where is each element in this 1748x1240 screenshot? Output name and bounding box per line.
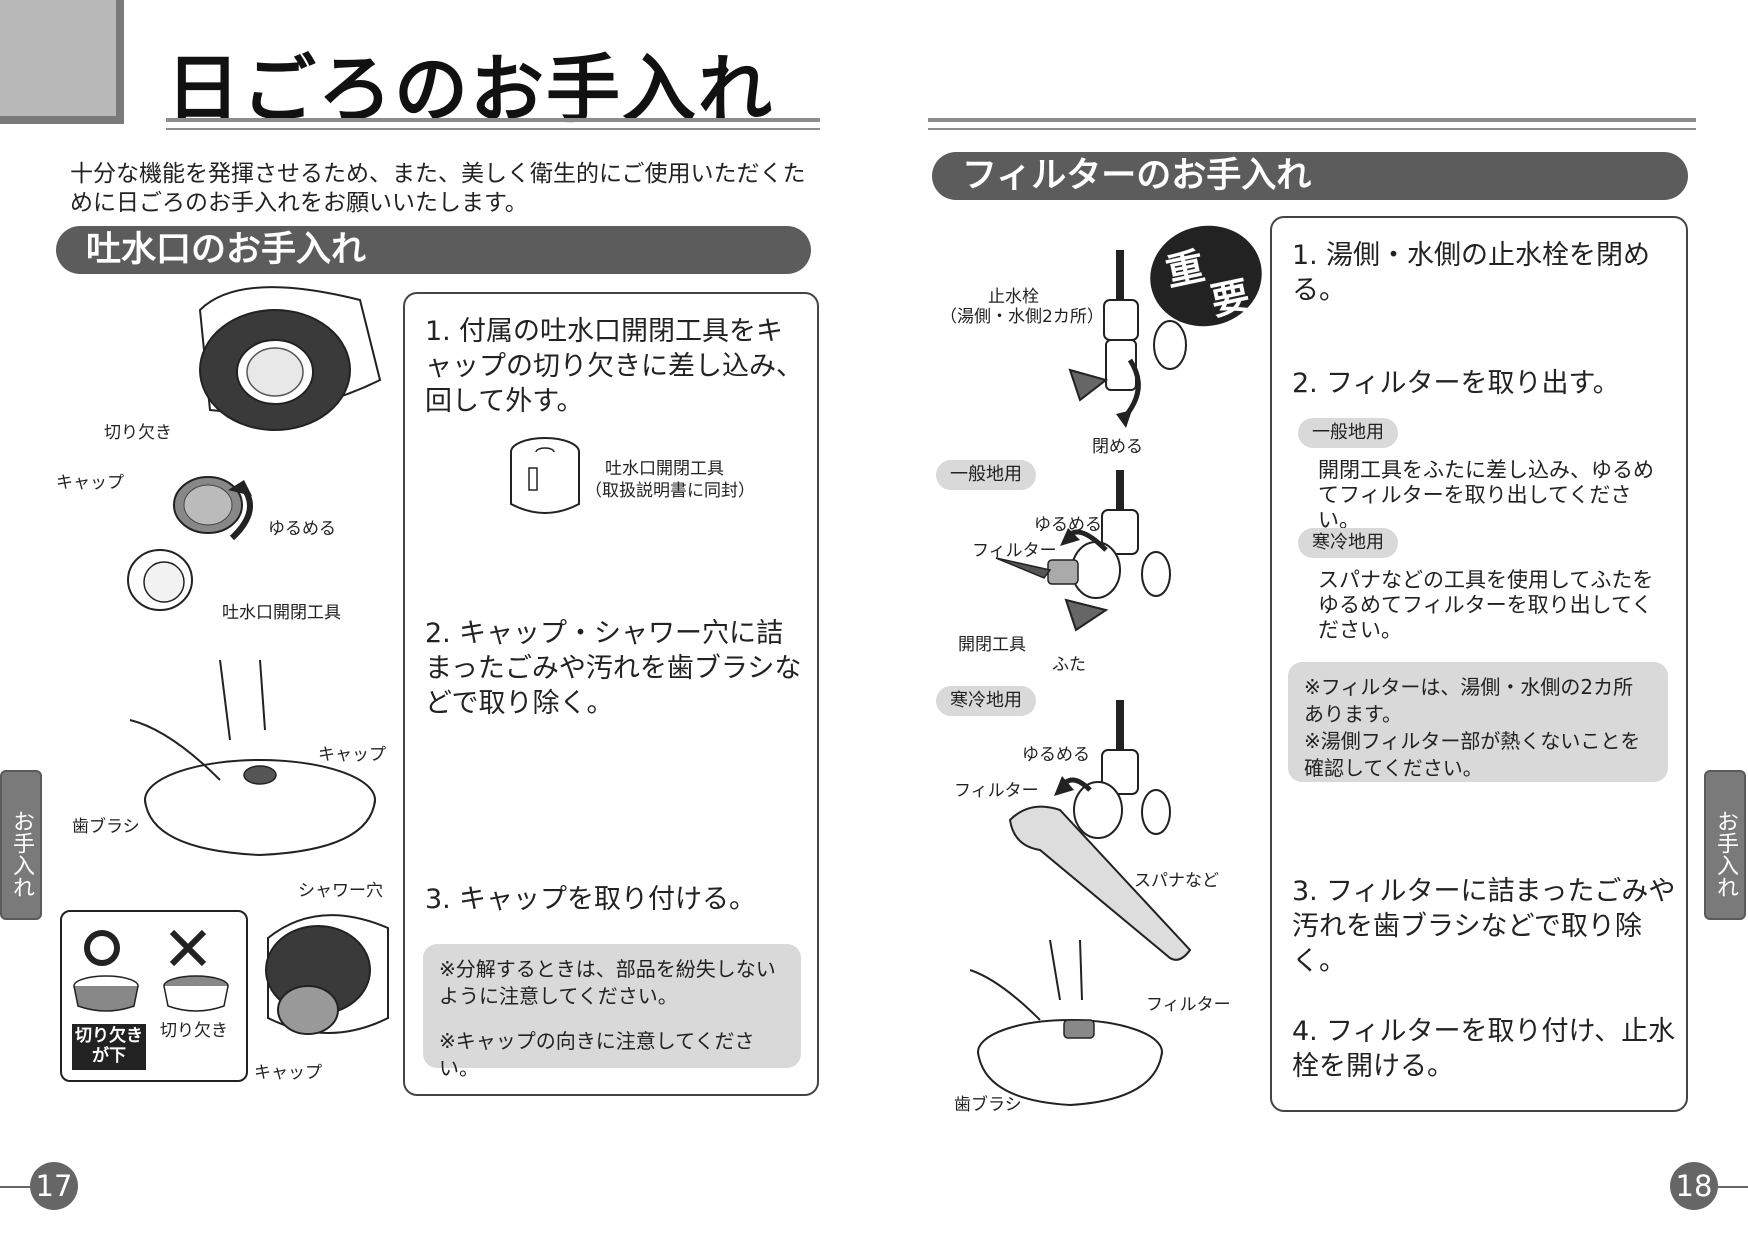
note-1: ※フィルターは、湯側・水側の2カ所あります。 xyxy=(1304,675,1634,726)
label-cap-3: キャップ xyxy=(254,1063,322,1083)
step-number: 3. xyxy=(425,884,451,915)
note-2: ※キャップの向きに注意してください。 xyxy=(439,1029,755,1080)
filter-step-4: 4.フィルターを取り付け、止水栓を開ける。 xyxy=(1292,1014,1682,1084)
label-loosen: ゆるめる xyxy=(268,519,336,539)
step-number: 1. xyxy=(425,316,451,347)
label-cap: キャップ xyxy=(56,473,124,493)
title-rule-left xyxy=(166,118,820,122)
step-number: 2. xyxy=(425,618,451,649)
orientation-panel: 切り欠き が下 切り欠き xyxy=(60,910,248,1082)
opener-tool-label: 吐水口開閉工具 xyxy=(605,459,724,479)
title-rule-right xyxy=(928,118,1696,122)
cold-area-text: スパナなどの工具を使用してふたをゆるめてフィルターを取り出してください。 xyxy=(1318,568,1654,642)
label-opener-tool: 開閉工具 xyxy=(958,635,1026,655)
loosen-arrow-icon xyxy=(228,480,253,541)
cap-part-illustration xyxy=(173,476,243,534)
general-area-pill: 一般地用 xyxy=(1298,418,1398,448)
opener-tool-sublabel: （取扱説明書に同封） xyxy=(585,481,755,501)
step-text: 湯側・水側の止水栓を閉める。 xyxy=(1292,240,1650,306)
label-opener: 吐水口開閉工具 xyxy=(222,603,341,623)
intro-text: 十分な機能を発揮させるため、また、美しく衛生的にご使用いただくために日ごろのお手… xyxy=(70,161,806,216)
page-number-left: 17 xyxy=(30,1162,78,1210)
filter-notes: ※フィルターは、湯側・水側の2カ所あります。 ※湯側フィルター部が熱くないことを… xyxy=(1288,662,1668,782)
label-loosen-cold: ゆるめる xyxy=(1022,745,1090,765)
label-notch-2: 切り欠き xyxy=(160,1021,228,1041)
filter-steps-box: 1.湯側・水側の止水栓を閉める。 2. フィルターを取り出す。 一般地用 開閉工具… xyxy=(1270,216,1688,1112)
step-number: 4. xyxy=(1292,1016,1318,1047)
corner-block xyxy=(0,0,124,124)
label-toothbrush: 歯ブラシ xyxy=(72,817,140,837)
opener-tool-part-icon xyxy=(127,549,193,611)
step-number: 3. xyxy=(1292,876,1318,907)
filter-step-2: 2. フィルターを取り出す。 xyxy=(1292,366,1682,401)
side-tab-left[interactable]: お手入れ xyxy=(0,770,42,920)
spout-notes: ※分解するときは、部品を紛失しないように注意してください。 ※キャップの向きに注… xyxy=(423,944,801,1080)
stopcock-illustration xyxy=(1068,250,1187,428)
step-number: 1. xyxy=(1292,240,1318,271)
filter-brushing-illustration xyxy=(969,939,1163,1107)
step-text: 付属の吐水口開閉工具をキャップの切り欠きに差し込み、回して外す。 xyxy=(425,316,803,417)
filter-step-1: 1.湯側・水側の止水栓を閉める。 xyxy=(1292,238,1682,308)
page-number-line-left xyxy=(0,1186,30,1188)
shower-hole-illustration xyxy=(265,914,389,1035)
step-text: キャップを取り付ける。 xyxy=(459,884,756,915)
label-spanner: スパナなど xyxy=(1134,871,1219,891)
label-stopcock-sub: （湯側・水側2カ所） xyxy=(940,307,1104,327)
label-cap-brushing: キャップ xyxy=(318,745,386,765)
brushing-illustration xyxy=(129,659,376,857)
label-filter-brushing: フィルター xyxy=(1146,995,1231,1015)
cold-area-label: 寒冷地用 xyxy=(936,686,1036,716)
general-area-text: 開閉工具をふたに差し込み、ゆるめてフィルターを取り出してください。 xyxy=(1318,458,1654,532)
title-rule-left-2 xyxy=(166,128,820,130)
cold-area-pill: 寒冷地用 xyxy=(1298,528,1398,558)
label-notch: 切り欠き xyxy=(104,423,172,443)
label-filter-general: フィルター xyxy=(972,541,1057,561)
filter-step-3: 3.フィルターに詰まったごみや汚れを歯ブラシなどで取り除く。 xyxy=(1292,874,1682,979)
correct-icon xyxy=(84,930,120,966)
spout-section-heading: 吐水口のお手入れ xyxy=(56,226,811,274)
label-lid: ふた xyxy=(1052,655,1086,675)
general-area-label: 一般地用 xyxy=(936,460,1036,490)
step-text: フィルターを取り出す。 xyxy=(1326,368,1620,399)
important-char-2: 要 xyxy=(1207,272,1254,324)
cold-filter-illustration xyxy=(1008,700,1192,961)
step-text: フィルターを取り付け、止水栓を開ける。 xyxy=(1292,1016,1676,1082)
label-close: 閉める xyxy=(1092,437,1143,457)
cap-wrong-icon xyxy=(163,975,229,1012)
step-text: フィルターに詰まったごみや汚れを歯ブラシなどで取り除く。 xyxy=(1292,876,1676,977)
page-number-right: 18 xyxy=(1670,1162,1718,1210)
label-toothbrush-right: 歯ブラシ xyxy=(954,1095,1022,1115)
step-text: キャップ・シャワー穴に詰まったごみや汚れを歯ブラシなどで取り除く。 xyxy=(425,618,802,719)
label-stopcock: 止水栓 xyxy=(988,287,1039,307)
cap-correct-icon xyxy=(73,975,139,1012)
spout-step-2: 2.キャップ・シャワー穴に詰まったごみや汚れを歯ブラシなどで取り除く。 xyxy=(425,616,805,721)
opener-tool-icon xyxy=(510,437,580,514)
label-loosen-general: ゆるめる xyxy=(1034,515,1102,535)
label-filter-cold: フィルター xyxy=(954,781,1039,801)
page-number-line-right xyxy=(1718,1186,1748,1188)
notch-down-badge: 切り欠き が下 xyxy=(72,1024,146,1070)
title-rule-right-2 xyxy=(928,128,1696,130)
spout-step-1: 1.付属の吐水口開閉工具をキャップの切り欠きに差し込み、回して外す。 xyxy=(425,314,805,419)
note-2: ※湯側フィルター部が熱くないことを確認してください。 xyxy=(1304,729,1641,780)
wrong-icon xyxy=(169,929,207,967)
general-filter-illustration xyxy=(995,470,1171,632)
side-tab-right[interactable]: お手入れ xyxy=(1704,770,1746,920)
filter-section-heading: フィルターのお手入れ xyxy=(932,152,1688,200)
note-1: ※分解するときは、部品を紛失しないように注意してください。 xyxy=(439,957,776,1008)
spout-cap-illustration xyxy=(198,286,382,431)
spout-step-3: 3. キャップを取り付ける。 xyxy=(425,882,805,917)
step-number: 2. xyxy=(1292,368,1318,399)
spout-steps-box: 1.付属の吐水口開閉工具をキャップの切り欠きに差し込み、回して外す。 吐水口開閉… xyxy=(403,292,819,1096)
label-shower-hole: シャワー穴 xyxy=(298,881,383,901)
